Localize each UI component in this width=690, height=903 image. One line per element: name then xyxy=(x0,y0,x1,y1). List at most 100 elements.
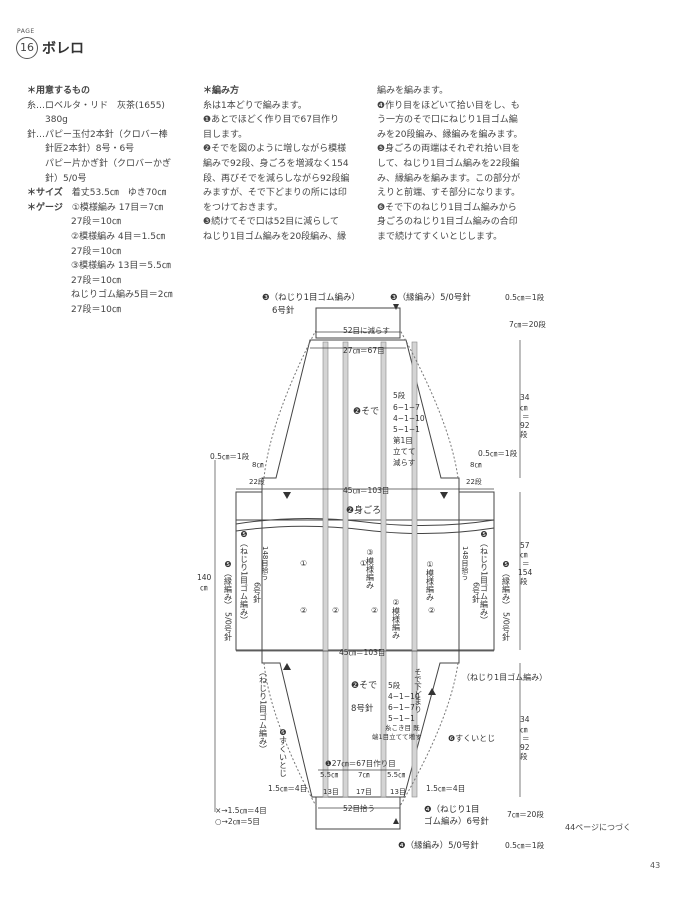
gauge-line: ねじりゴム編み5目＝2㎝ xyxy=(71,290,173,301)
materials-line: 糸…ロベルタ・リド 灰茶(1655) xyxy=(27,100,165,111)
dec-note: 第1目 xyxy=(393,435,413,445)
inc-note: 糸こき目 既 xyxy=(385,723,420,732)
body-length: 57 xyxy=(520,541,530,550)
sleeve-label-top: ❷そで xyxy=(353,406,379,417)
right-margin-note: 0.5㎝＝1段 xyxy=(478,448,518,458)
materials-heading: ＊用意するもの xyxy=(27,86,91,96)
top-left-needle: 6号針 xyxy=(272,305,295,316)
left-edge-needle: 5/0号針 xyxy=(224,612,233,642)
dec-note: 6−1−7 xyxy=(393,403,420,412)
top-left-label: ❸（ねじり1目ゴム編み） xyxy=(262,292,360,303)
arrow-marker xyxy=(283,492,291,499)
left-band-label: ❺（ねじり1目ゴム編み） xyxy=(240,530,249,624)
right-band-needle: 6号針 xyxy=(472,582,481,604)
total-length: 140 xyxy=(197,573,212,582)
small-22rows-right: 22段 xyxy=(466,477,482,486)
materials-line: 針…パピー玉付2本針（クロバー棒 xyxy=(27,129,168,140)
inc-note: 4−1−10 xyxy=(388,692,420,701)
seam-label-left: ❻すくいとじ xyxy=(279,728,288,777)
page-title: ボレロ xyxy=(42,41,84,57)
right-lower-band: （ねじり1目ゴム編み） xyxy=(462,672,547,682)
left-15: 1.5㎝＝4目 xyxy=(268,784,307,793)
sleeve-len-top-unit: ㎝ xyxy=(520,403,528,412)
arrow-marker xyxy=(283,663,291,670)
instruction-line: 段、再びそでを減らしながら92段編 xyxy=(203,173,350,184)
cast-on-label: ❶27㎝＝67目作り目 xyxy=(325,758,396,768)
small-22rows-left: 22段 xyxy=(249,477,265,486)
instruction-line: ❶あとでほどく作り目で67目作り xyxy=(203,115,339,126)
instruction-line: みますが、そで下どまりの所には印 xyxy=(203,188,347,199)
gauge-line: 27段＝10㎝ xyxy=(71,275,121,286)
sleeve-len-bottom-unit: ㎝ xyxy=(520,725,528,734)
materials-line: 針匠2本針）8号・6号 xyxy=(27,144,135,155)
materials-line: 針）5/0号 xyxy=(27,173,87,184)
bottom-rib-label: ❹（ねじり1目 xyxy=(424,804,480,815)
gauge-line: 27段＝10㎝ xyxy=(71,304,121,315)
pattern-3-label: ③模様編み xyxy=(366,548,375,589)
instruction-line: 編みで92段、身ごろを増減なく154 xyxy=(203,158,349,169)
inc-note: 6−1−7 xyxy=(388,703,415,712)
pattern-2-marker: ② xyxy=(332,606,339,615)
stripe xyxy=(322,341,329,798)
body-length-eq: ＝ xyxy=(522,559,530,568)
instructions-heading: ＊編み方 xyxy=(203,86,240,96)
instruction-line: ねじり1目ゴム編みを20段編み、縁 xyxy=(203,231,347,242)
size-label: ＊サイズ xyxy=(27,188,63,199)
body-rows: 154 xyxy=(518,568,533,577)
col-13-right: 13目 xyxy=(390,788,406,796)
stripe xyxy=(342,341,349,798)
col-7: 7㎝ xyxy=(358,771,369,779)
right-band-label: ❺（ねじり1目ゴム編み） xyxy=(480,530,489,624)
col-55-left: 5.5㎝ xyxy=(320,771,338,779)
dec-note: 5−1−1 xyxy=(393,425,420,434)
instruction-line: ❹作り目をほどいて拾い目をし、も xyxy=(377,100,520,111)
sleeve-len-bottom-rows-unit: 段 xyxy=(520,751,528,761)
materials-line: パピー片かぎ針（クロバーかぎ xyxy=(27,158,172,169)
arrow-marker xyxy=(428,688,436,695)
arrow-marker xyxy=(393,304,399,310)
instruction-line: 編みを編みます。 xyxy=(377,86,449,96)
decrease-52-label: 52目に減らす xyxy=(343,325,390,335)
bottom-edge-note: 0.5㎝＝1段 xyxy=(505,840,545,850)
pattern-1-marker: ① xyxy=(360,559,367,568)
instruction-line: 目します。 xyxy=(203,129,248,140)
size-value: 着丈53.5㎝ ゆき70㎝ xyxy=(71,188,167,199)
instruction-line: ❺身ごろの両端はそれぞれ拾い目を xyxy=(377,144,521,155)
instructions-col-1: ＊編み方 糸は1本どりで編みます。 ❶あとでほどく作り目で67目作り 目します。… xyxy=(203,84,349,245)
instruction-line: う一方のそで口にねじり1目ゴム編 xyxy=(377,115,518,126)
seam-label-right: ❻すくいとじ xyxy=(448,734,495,743)
pattern-2-marker: ② xyxy=(371,606,378,615)
legend-1: ×→1.5㎝＝4目 xyxy=(215,806,267,815)
break-line-top xyxy=(235,517,495,527)
left-edge-label: ❺（縁編み） xyxy=(224,560,233,609)
instruction-line: 糸は1本どりで編みます。 xyxy=(203,100,307,111)
gauge-line: 27段＝10㎝ xyxy=(71,246,121,257)
left-band-needle: 6号針 xyxy=(253,582,262,604)
total-length-unit: ㎝ xyxy=(200,583,208,592)
pickup-148-right: 148目拾う xyxy=(461,546,469,581)
instruction-line: をつけておきます。 xyxy=(203,202,283,213)
sleeve-len-bottom-rows: 92 xyxy=(520,743,530,752)
continue-note: 44ページにつづく xyxy=(565,823,632,832)
arrow-marker xyxy=(440,492,448,499)
cuff-top-note: 7㎝＝20段 xyxy=(509,319,546,329)
gauge-label: ＊ゲージ xyxy=(27,202,63,213)
top-right-label: ❸（縁編み）5/0号針 xyxy=(390,292,471,303)
pattern-stripes xyxy=(322,341,418,798)
small-8cm-right: 8㎝ xyxy=(470,461,481,469)
top-cuff-outline xyxy=(315,307,401,339)
page-label: PAGE xyxy=(17,28,35,35)
gauge-line: ②模様編み 4目＝1.5㎝ xyxy=(71,231,165,242)
body-length-unit: ㎝ xyxy=(520,550,528,559)
instruction-line: ❷そでを図のように増しながら模様 xyxy=(203,144,347,155)
gauge-line: 27段＝10㎝ xyxy=(71,217,121,228)
sleeve-len-top-rows: 92 xyxy=(520,421,530,430)
bottom-edge-label: ❹（縁編み）5/0号針 xyxy=(398,840,479,851)
pattern-2-label: ②模様編み xyxy=(392,598,401,639)
dashed-guide xyxy=(263,662,317,807)
instruction-line: み、縁編みを編みます。この部分が xyxy=(377,173,521,184)
body-width-bottom: 45㎝＝103目 xyxy=(339,648,385,657)
dec-note: 5段 xyxy=(393,390,406,400)
dec-note: 立てて xyxy=(393,446,416,456)
pattern-2-marker: ② xyxy=(300,606,307,615)
